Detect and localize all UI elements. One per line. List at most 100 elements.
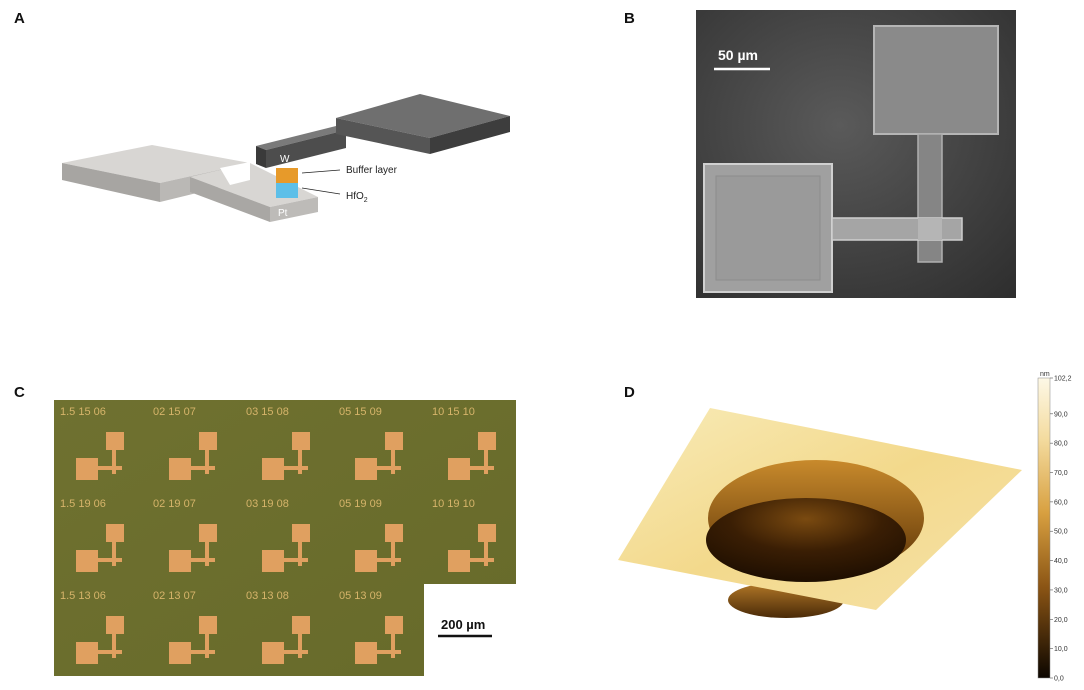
device-label: 1.5 13 06 xyxy=(60,590,106,602)
device-cell: 03 15 08 xyxy=(246,406,310,480)
device-pad xyxy=(94,558,122,562)
device-pad xyxy=(391,542,395,566)
device-pad xyxy=(94,650,122,654)
device-pad xyxy=(187,466,215,470)
device-label: 1.5 15 06 xyxy=(60,406,106,418)
device-pad xyxy=(385,524,403,542)
device-array: 1.5 15 06 02 15 07 03 15 08 05 15 09 10 15 1… xyxy=(60,406,496,664)
device-label: 03 13 08 xyxy=(246,590,289,602)
device-pad xyxy=(373,466,401,470)
buffer-layer-label: Buffer layer xyxy=(346,165,398,176)
device-pad xyxy=(478,432,496,450)
device-pad xyxy=(385,432,403,450)
device-pad xyxy=(298,634,302,658)
device-cell: 1.5 19 06 xyxy=(60,498,124,572)
panel-label-a: A xyxy=(14,10,25,27)
device-pad xyxy=(478,524,496,542)
device-label: 1.5 19 06 xyxy=(60,498,106,510)
device-pad xyxy=(169,458,191,480)
afm-pit xyxy=(706,498,906,582)
device-label: 02 19 07 xyxy=(153,498,196,510)
device-pad xyxy=(385,616,403,634)
device-cell: 05 15 09 xyxy=(339,406,403,480)
device-pad xyxy=(262,550,284,572)
scale-bar-c-label: 200 µm xyxy=(441,617,485,632)
colorbar-tick-label: 10,0 xyxy=(1054,646,1068,653)
top-electrode-label: W xyxy=(280,154,290,165)
device-pad xyxy=(94,466,122,470)
device-pad xyxy=(292,616,310,634)
colorbar-unit: nm xyxy=(1040,371,1050,378)
device-pad xyxy=(199,616,217,634)
device-pad xyxy=(106,432,124,450)
device-pad xyxy=(484,542,488,566)
afm-surface xyxy=(618,408,1022,618)
device-pad xyxy=(187,558,215,562)
device-pad xyxy=(169,550,191,572)
device-label: 03 15 08 xyxy=(246,406,289,418)
bottom-electrode-label: Pt xyxy=(278,208,288,219)
sem-micrograph: 50 µm xyxy=(696,10,1016,298)
device-pad xyxy=(112,542,116,566)
device-cell: 03 19 08 xyxy=(246,498,310,572)
device-pad xyxy=(280,650,308,654)
device-pad xyxy=(391,634,395,658)
device-cell: 05 13 09 xyxy=(339,590,403,664)
bottom-line xyxy=(831,217,963,241)
colorbar-tick-label: 50,0 xyxy=(1054,529,1068,536)
device-cell: 10 15 10 xyxy=(432,406,496,480)
device-pad xyxy=(76,458,98,480)
device-pad xyxy=(112,634,116,658)
device-pad xyxy=(262,458,284,480)
panel-label-d: D xyxy=(624,384,635,401)
device-label: 05 19 09 xyxy=(339,498,382,510)
device-pad xyxy=(448,550,470,572)
device-pad xyxy=(298,542,302,566)
device-pad xyxy=(199,524,217,542)
scale-bar-b-label: 50 µm xyxy=(718,47,758,63)
colorbar-tick-label: 0,0 xyxy=(1054,676,1064,683)
device-pad xyxy=(187,650,215,654)
device-pad xyxy=(448,458,470,480)
buffer-pointer xyxy=(301,169,341,174)
colorbar-tick-label: 40,0 xyxy=(1054,558,1068,565)
device-pad xyxy=(355,458,377,480)
device-cell: 1.5 13 06 xyxy=(60,590,124,664)
device-pad xyxy=(373,558,401,562)
device-cell: 02 19 07 xyxy=(153,498,217,572)
colorbar-tick-label: 102,2 xyxy=(1054,376,1072,383)
colorbar-tick-label: 20,0 xyxy=(1054,617,1068,624)
device-label: 02 13 07 xyxy=(153,590,196,602)
colorbar-tick-label: 60,0 xyxy=(1054,499,1068,506)
device-pad xyxy=(169,642,191,664)
colorbar-tick-label: 30,0 xyxy=(1054,587,1068,594)
device-pad xyxy=(205,542,209,566)
colorbar-tick-label: 90,0 xyxy=(1054,411,1068,418)
hfo2-label: HfO2 xyxy=(346,191,368,204)
buffer-layer xyxy=(276,168,298,183)
device-label: 03 19 08 xyxy=(246,498,289,510)
device-cell: 02 13 07 xyxy=(153,590,217,664)
device-pad xyxy=(76,642,98,664)
device-schematic: W Pt Buffer layer HfO2 xyxy=(62,94,510,222)
device-pad xyxy=(466,466,494,470)
device-label: 02 15 07 xyxy=(153,406,196,418)
device-label: 10 19 10 xyxy=(432,498,475,510)
device-label: 10 15 10 xyxy=(432,406,475,418)
device-label: 05 13 09 xyxy=(339,590,382,602)
device-pad xyxy=(106,524,124,542)
device-pad xyxy=(484,450,488,474)
top-pad xyxy=(873,25,999,135)
device-cell: 1.5 15 06 xyxy=(60,406,124,480)
device-pad xyxy=(373,650,401,654)
optical-chip-image: 1.5 15 06 02 15 07 03 15 08 05 15 09 10 15 1… xyxy=(54,400,516,676)
device-pad xyxy=(355,550,377,572)
device-cell: 05 19 09 xyxy=(339,498,403,572)
colorbar-tick-label: 80,0 xyxy=(1054,441,1068,448)
device-pad xyxy=(466,558,494,562)
device-pad xyxy=(199,432,217,450)
device-label: 05 15 09 xyxy=(339,406,382,418)
device-pad xyxy=(292,432,310,450)
device-pad xyxy=(205,450,209,474)
device-pad xyxy=(205,634,209,658)
